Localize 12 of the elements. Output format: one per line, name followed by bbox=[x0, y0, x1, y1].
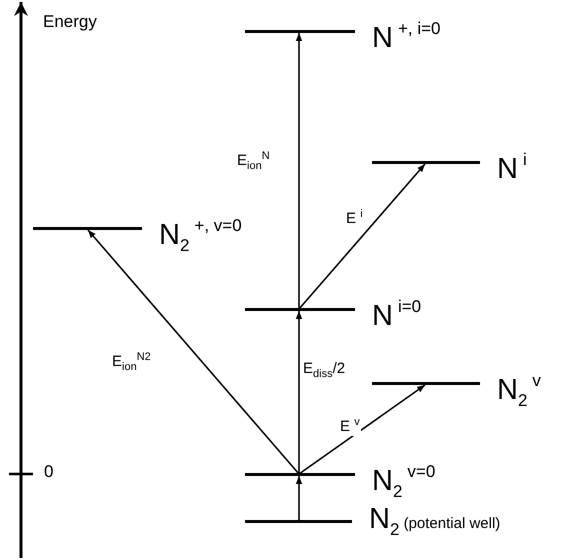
arrow bbox=[298, 384, 426, 475]
level-label: N$^{i=0}$ bbox=[372, 296, 422, 330]
level-label: N$_{2}$ (potential well) bbox=[369, 504, 500, 540]
arrow bbox=[296, 311, 302, 474]
level-label: N$^{i}$ bbox=[497, 148, 527, 184]
level-label: N$^{+, i=0}$ bbox=[372, 18, 440, 52]
arrow bbox=[87, 229, 300, 475]
tick-label: 0 bbox=[44, 462, 54, 482]
arrow bbox=[296, 33, 302, 309]
arrow bbox=[296, 476, 302, 521]
arrow bbox=[298, 163, 426, 310]
axis-title: Energy bbox=[43, 12, 97, 32]
